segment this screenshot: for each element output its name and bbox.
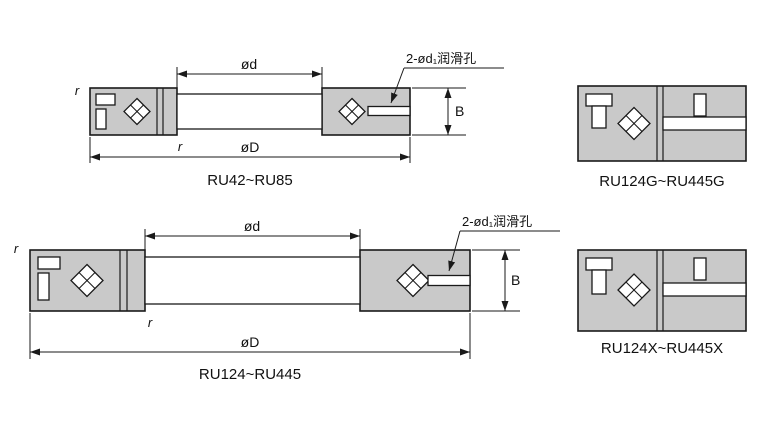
bolt-counterbore <box>585 93 613 107</box>
roller-cross-line <box>130 104 144 119</box>
width-label: B <box>455 103 464 119</box>
inner-ring-band <box>176 93 323 130</box>
bolt-hole <box>693 257 707 281</box>
ring-groove <box>662 282 747 297</box>
inner-diameter-label: ød <box>244 218 260 234</box>
roller-cross-line <box>625 281 643 299</box>
lubrication-note: 2-ød₁润滑孔 <box>406 51 476 66</box>
bolt-hole <box>37 272 50 301</box>
outer-diameter-label: øD <box>241 334 260 350</box>
diagram-ru42-ru85: ød 2-ød₁润滑孔 B øD r r RU42~RU85 <box>75 51 504 189</box>
diagram-caption: RU124G~RU445G <box>599 173 724 190</box>
diagram-ru124x-ru445x: RU124X~RU445X <box>577 249 747 357</box>
inner-diameter-label: ød <box>241 56 257 72</box>
lubrication-hole <box>427 274 471 287</box>
leader-line <box>448 230 461 272</box>
diagram-ru124-ru445: ød 2-ød₁润滑孔 B øD r r RU124~RU445 <box>14 214 560 383</box>
lubrication-note: 2-ød₁润滑孔 <box>462 214 532 229</box>
diagram-caption: RU124X~RU445X <box>601 340 723 357</box>
bolt-hole <box>95 108 107 130</box>
width-label: B <box>511 272 520 288</box>
diagram-caption: RU124~RU445 <box>199 366 301 383</box>
fillet-radius-label: r <box>75 83 80 98</box>
fillet-radius-label: r <box>14 241 19 256</box>
bolt-hole <box>591 105 607 129</box>
bolt-hole <box>693 93 707 117</box>
diagram-caption: RU42~RU85 <box>207 172 292 189</box>
fillet-radius-label: r <box>148 315 153 330</box>
bolt-counterbore <box>95 93 116 106</box>
diagram-ru124g-ru445g: RU124G~RU445G <box>577 85 747 190</box>
fillet-radius-label: r <box>178 139 183 154</box>
roller-cross-line <box>78 272 96 289</box>
ring-groove <box>662 116 747 131</box>
bolt-hole <box>591 269 607 295</box>
roller-cross-line <box>345 104 359 119</box>
lubrication-hole <box>367 105 411 117</box>
bolt-counterbore <box>585 257 613 271</box>
leader-line <box>390 67 405 104</box>
outer-diameter-label: øD <box>241 139 260 155</box>
bolt-counterbore <box>37 256 61 270</box>
roller-cross-line <box>404 272 422 289</box>
inner-ring-band <box>144 256 361 305</box>
roller-cross-line <box>625 115 643 132</box>
